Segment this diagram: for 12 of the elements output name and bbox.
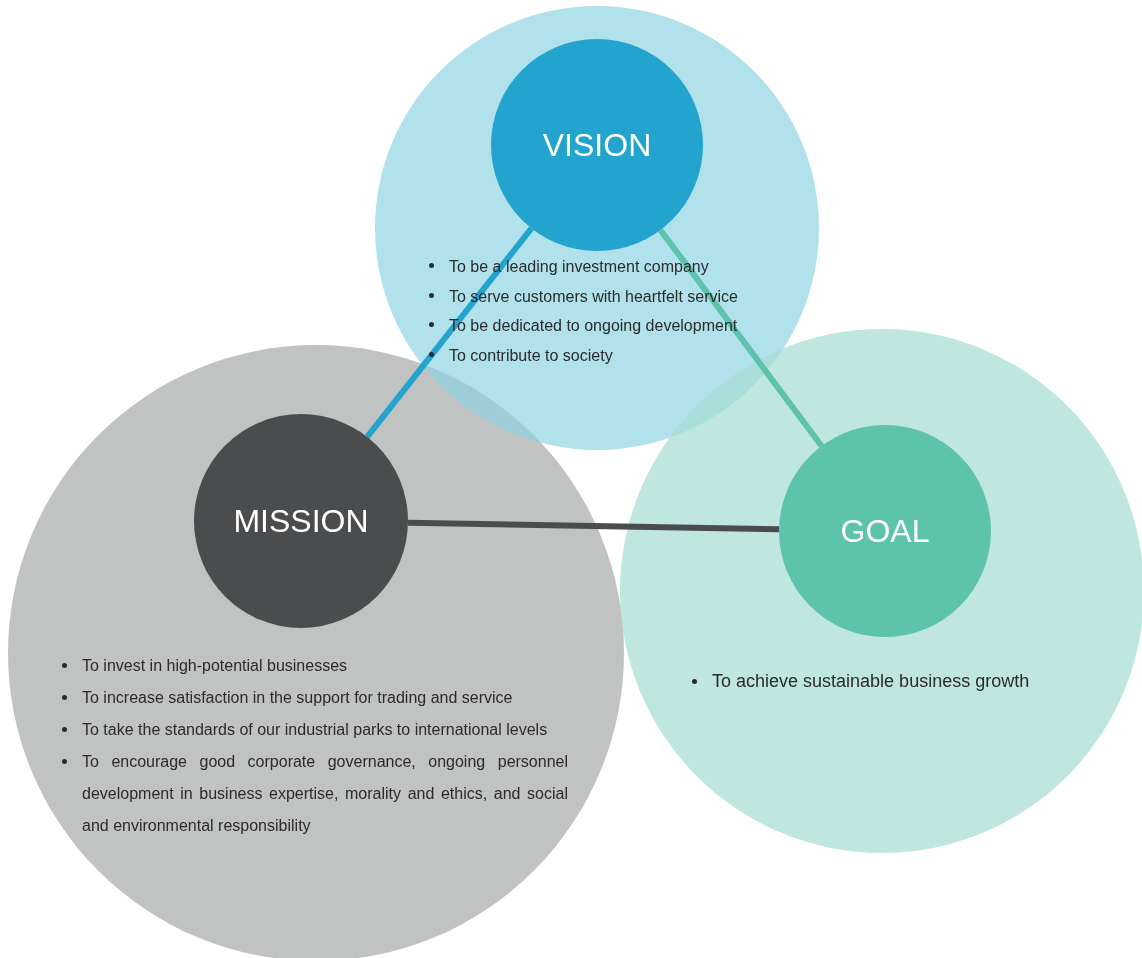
bullet-text: To take the standards of our industrial parks to international levels	[58, 714, 568, 746]
topic-circle: MISSION	[194, 414, 408, 628]
bullet-text: To invest in high-potential businesses	[58, 650, 568, 682]
bullet-text: To contribute to society	[425, 340, 805, 370]
topic-circle: GOAL	[779, 425, 991, 637]
connector-line	[364, 226, 534, 439]
topic-circle: VISION	[491, 39, 703, 251]
bullet-text: To achieve sustainable business growth	[688, 667, 1108, 695]
connector-line	[407, 519, 780, 533]
bullet-text: To increase satisfaction in the support for trading and service	[58, 682, 568, 714]
bullet-text: To encourage good corporate governance, ongoing personnel development in business expertise, morality and ethics, and social and environmental responsibility	[58, 746, 568, 842]
connector-line	[658, 228, 824, 448]
